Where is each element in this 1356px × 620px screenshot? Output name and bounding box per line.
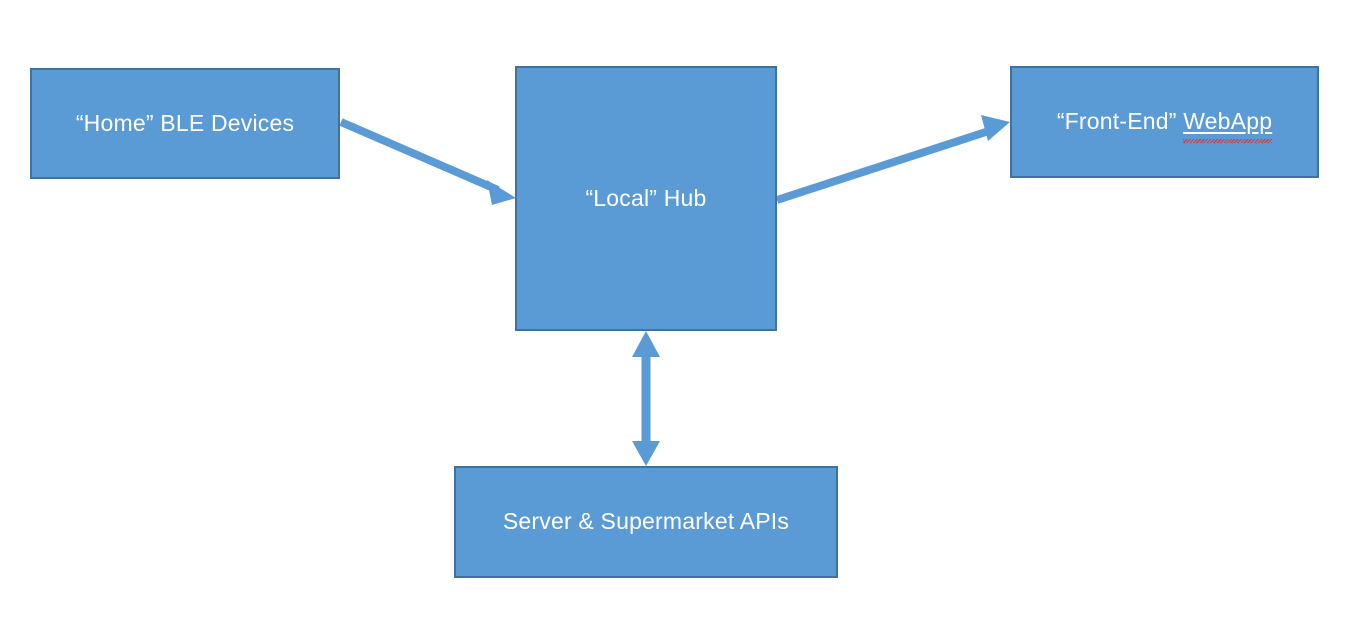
node-local-hub-label: “Local” Hub	[585, 184, 707, 211]
connector-hub-to-server	[632, 331, 660, 466]
connector-home-to-hub	[339, 118, 516, 205]
spellcheck-squiggle-icon	[1183, 139, 1272, 144]
node-server-supermarket-apis[interactable]: Server & Supermarket APIs	[454, 466, 838, 578]
node-front-end-webapp-label-prefix: “Front-End”	[1056, 108, 1184, 135]
node-front-end-webapp-spellchecked-text: WebApp	[1183, 108, 1273, 135]
node-server-supermarket-apis-label: Server & Supermarket APIs	[502, 508, 790, 535]
node-front-end-webapp-label: “Front-End” WebApp	[1056, 108, 1273, 144]
node-home-ble-devices[interactable]: “Home” BLE Devices	[30, 68, 340, 179]
node-home-ble-devices-label: “Home” BLE Devices	[75, 109, 295, 136]
node-local-hub[interactable]: “Local” Hub	[515, 66, 777, 331]
connector-hub-to-webapp	[775, 115, 1010, 204]
node-front-end-webapp-spellchecked-word: WebApp	[1183, 108, 1273, 144]
node-front-end-webapp[interactable]: “Front-End” WebApp	[1010, 66, 1319, 178]
